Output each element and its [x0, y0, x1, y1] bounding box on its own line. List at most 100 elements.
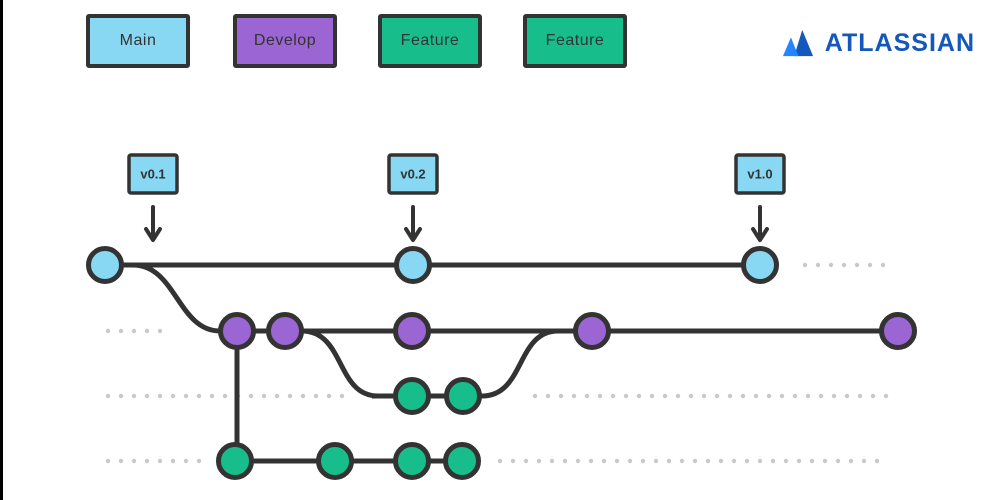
commit-node-feature-2-0: [216, 442, 254, 480]
dotted-line-dot-feature-2-1: [653, 458, 659, 464]
dotted-line-dot-feature-1-1: [818, 393, 824, 399]
dotted-line-dot-feature-1-1: [584, 393, 590, 399]
dotted-line-dot-feature-1-1: [623, 393, 629, 399]
commit-node-develop-1: [266, 312, 304, 350]
dotted-line-dot-feature-2-0: [157, 458, 163, 464]
dotted-line-dot-main-0: [841, 262, 847, 268]
dotted-line-dot-feature-2-1: [666, 458, 672, 464]
dotted-line-dot-feature-2-1: [549, 458, 555, 464]
commit-node-develop-3: [573, 312, 611, 350]
dotted-line-dot-feature-2-0: [144, 458, 150, 464]
dotted-line-dot-feature-2-1: [536, 458, 542, 464]
legend-box-feature-2: Feature: [523, 14, 627, 68]
dotted-line-dot-feature-2-1: [796, 458, 802, 464]
dotted-line-dot-feature-2-1: [601, 458, 607, 464]
dotted-line-dot-feature-2-1: [718, 458, 724, 464]
dotted-line-dot-feature-1-0: [339, 393, 345, 399]
legend-label-develop: Develop: [253, 32, 317, 49]
dotted-line-dot-main-0: [828, 262, 834, 268]
dotted-line-dot-main-0: [815, 262, 821, 268]
branch-link-curve-0: [130, 262, 223, 334]
dotted-line-dot-feature-1-0: [105, 393, 111, 399]
dotted-line-dot-feature-1-0: [131, 393, 137, 399]
commit-node-main-1: [394, 246, 432, 284]
commit-node-feature-1-1: [444, 377, 482, 415]
branch-legend: Main Develop Feature Feature: [0, 0, 1000, 90]
commit-node-develop-0: [218, 312, 256, 350]
dotted-line-dot-feature-2-1: [757, 458, 763, 464]
dotted-line-dot-feature-1-1: [558, 393, 564, 399]
version-tag-label-v1.0: v1.0: [747, 167, 772, 182]
commit-node-develop-2: [393, 312, 431, 350]
dotted-line-dot-feature-1-1: [675, 393, 681, 399]
atlassian-logo-mark: [782, 29, 813, 57]
dotted-line-dot-feature-1-1: [714, 393, 720, 399]
dotted-line-dot-feature-2-0: [131, 458, 137, 464]
dotted-line-dot-feature-2-1: [731, 458, 737, 464]
dotted-line-dot-main-0: [854, 262, 860, 268]
dotted-line-dot-feature-2-1: [627, 458, 633, 464]
dotted-line-dot-feature-1-0: [248, 393, 254, 399]
dotted-line-dot-develop-0: [131, 328, 137, 334]
commit-node-main-0: [86, 246, 124, 284]
dotted-line-dot-feature-2-1: [861, 458, 867, 464]
commit-node-feature-2-3: [443, 442, 481, 480]
dotted-line-dot-feature-2-1: [835, 458, 841, 464]
dotted-line-dot-develop-0: [144, 328, 150, 334]
version-tag-box-v0.1: [127, 153, 179, 195]
dotted-line-dot-feature-1-0: [209, 393, 215, 399]
dotted-line-dot-feature-2-1: [614, 458, 620, 464]
dotted-line-dot-feature-2-1: [510, 458, 516, 464]
dotted-line-dot-feature-2-0: [196, 458, 202, 464]
commit-node-feature-2-2: [393, 442, 431, 480]
tag-down-arrow-v0.2: [404, 205, 422, 242]
legend-box-develop: Develop: [233, 14, 337, 68]
dotted-line-dot-feature-1-1: [545, 393, 551, 399]
dotted-line-dot-feature-1-0: [274, 393, 280, 399]
dotted-line-dot-feature-2-0: [183, 458, 189, 464]
dotted-line-dot-feature-1-1: [597, 393, 603, 399]
dotted-line-dot-feature-1-1: [688, 393, 694, 399]
dotted-line-dot-feature-2-1: [783, 458, 789, 464]
tag-down-arrow-v1.0: [751, 205, 769, 242]
dotted-line-dot-feature-1-1: [701, 393, 707, 399]
dotted-line-dot-feature-1-0: [170, 393, 176, 399]
dotted-line-dot-feature-2-1: [679, 458, 685, 464]
atlassian-mark-dark-triangle: [794, 29, 813, 57]
dotted-line-dot-feature-1-1: [883, 393, 889, 399]
atlassian-logo-text: ATLASSIAN: [824, 28, 975, 57]
dotted-line-dot-feature-1-0: [144, 393, 150, 399]
dotted-line-dot-feature-1-0: [313, 393, 319, 399]
dotted-line-dot-feature-1-1: [844, 393, 850, 399]
dotted-line-dot-feature-1-1: [753, 393, 759, 399]
dotted-line-dot-feature-1-1: [636, 393, 642, 399]
dotted-line-dot-feature-2-1: [809, 458, 815, 464]
dotted-line-dot-feature-1-0: [261, 393, 267, 399]
left-edge-bar: [0, 0, 3, 500]
legend-label-feature-1: Feature: [400, 32, 460, 49]
dotted-line-dot-feature-1-1: [805, 393, 811, 399]
dotted-line-dot-develop-0: [118, 328, 124, 334]
atlassian-mark-light-triangle: [782, 37, 799, 57]
dotted-line-dot-feature-2-1: [523, 458, 529, 464]
version-tag-label-v0.2: v0.2: [400, 167, 425, 182]
commit-node-develop-4: [879, 312, 917, 350]
dotted-line-dot-develop-0: [157, 328, 163, 334]
dotted-line-dot-feature-1-1: [831, 393, 837, 399]
dotted-line-dot-feature-1-1: [792, 393, 798, 399]
dotted-line-dot-feature-1-1: [649, 393, 655, 399]
dotted-line-dot-feature-2-1: [588, 458, 594, 464]
dotted-line-dot-feature-1-1: [740, 393, 746, 399]
dotted-line-dot-feature-1-0: [222, 393, 228, 399]
version-tag-label-v0.1: v0.1: [140, 167, 165, 182]
dotted-line-dot-feature-2-1: [705, 458, 711, 464]
branch-link-curve-1: [299, 328, 381, 399]
dotted-line-dot-feature-1-0: [157, 393, 163, 399]
legend-label-feature-2: Feature: [545, 32, 605, 49]
tag-down-arrow-v0.1: [144, 205, 162, 242]
version-tag-box-v1.0: [734, 153, 786, 195]
dotted-line-dot-feature-1-1: [870, 393, 876, 399]
version-tag-box-v0.2: [387, 153, 439, 195]
legend-box-main: Main: [86, 14, 190, 68]
